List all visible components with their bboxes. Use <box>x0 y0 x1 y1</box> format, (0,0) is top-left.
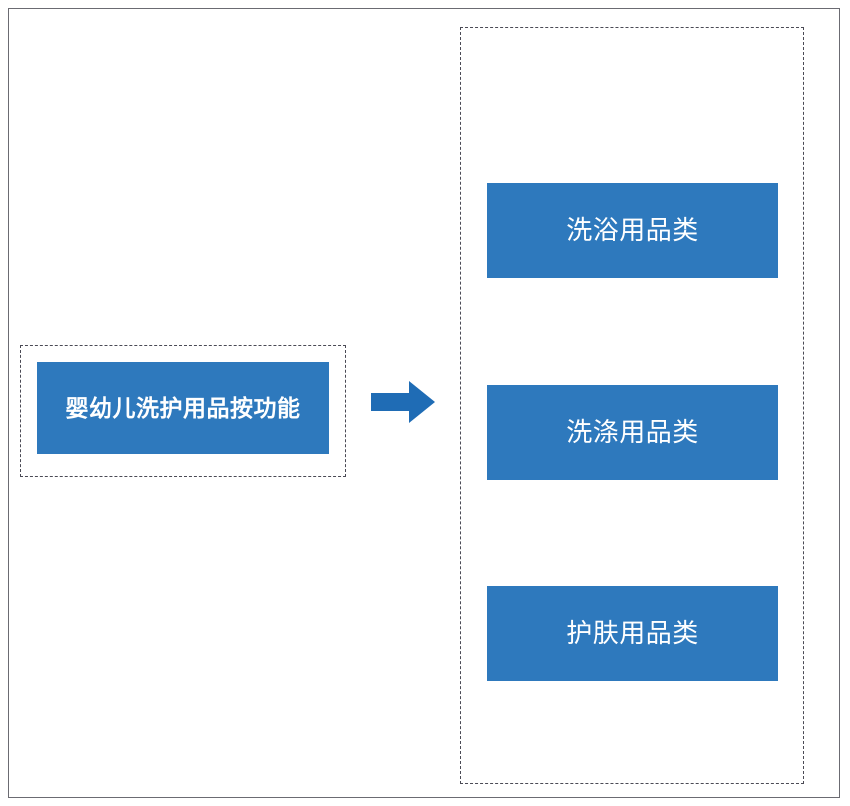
category-node-washing-products[interactable]: 洗涤用品类 <box>487 385 778 480</box>
category-node-bath-products[interactable]: 洗浴用品类 <box>487 183 778 278</box>
source-node-baby-care-by-function[interactable]: 婴幼儿洗护用品按功能 <box>37 362 329 454</box>
category-node-skincare-products[interactable]: 护肤用品类 <box>487 586 778 681</box>
source-group-container <box>20 345 346 477</box>
category-group-container <box>460 27 804 784</box>
right-block-arrow-icon <box>371 381 435 423</box>
